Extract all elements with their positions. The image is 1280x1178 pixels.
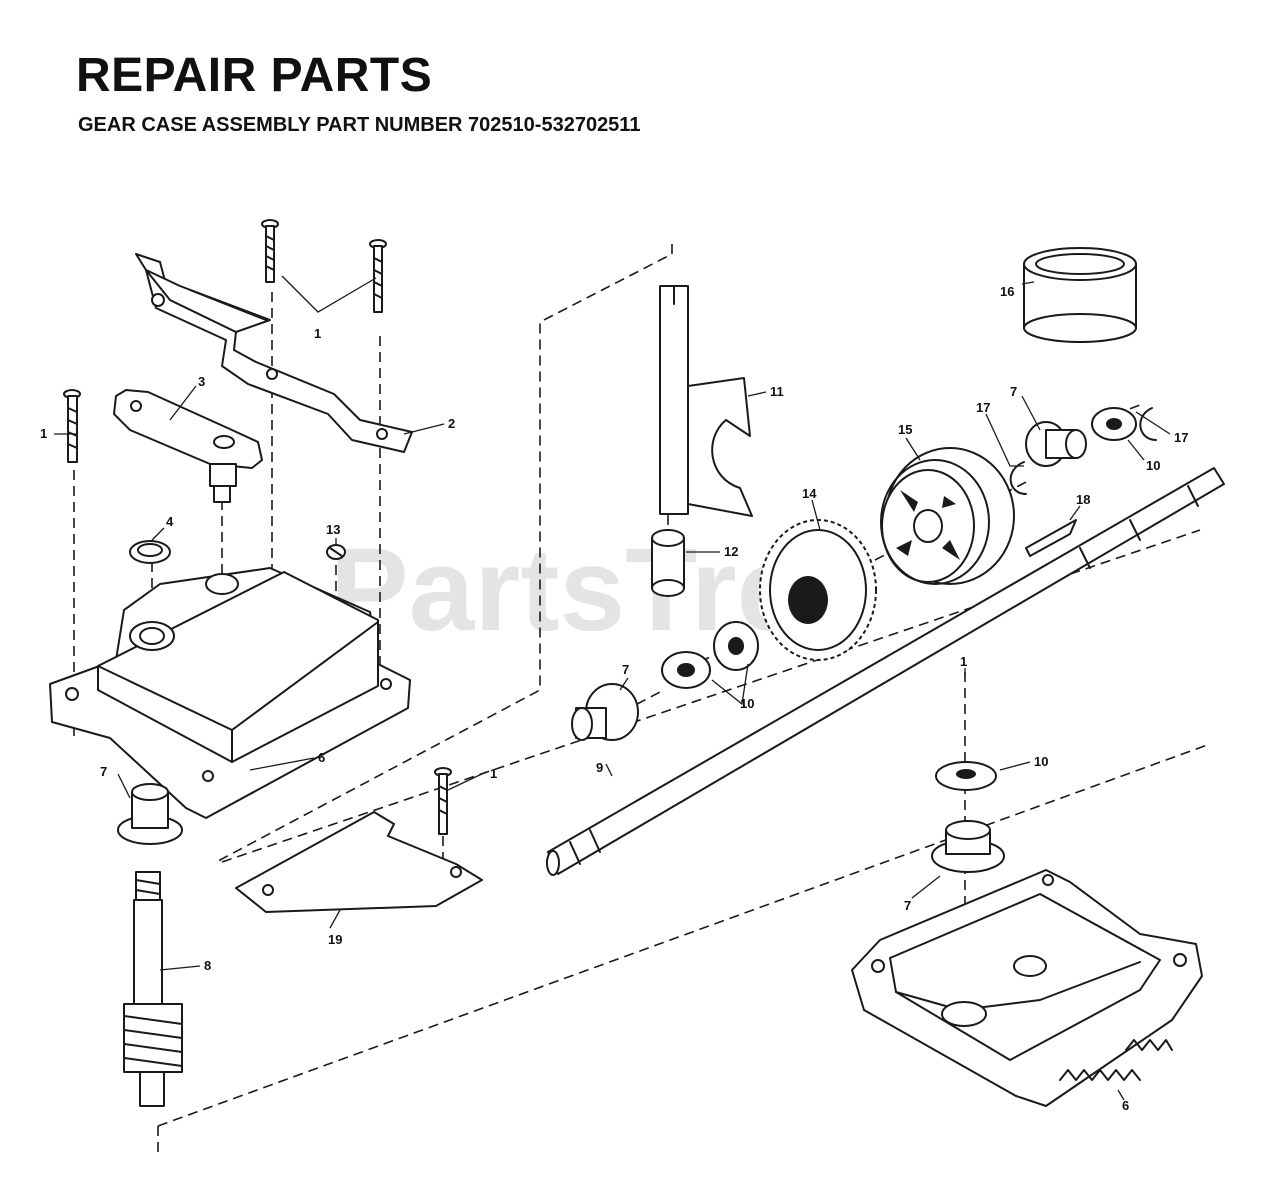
callout-17-right: 17: [1174, 430, 1188, 445]
bushing-left: [117, 783, 183, 845]
callout-labels: 1 1 1 1 2 3 4 6 6 7 7 7 7 8 9 10 10 10 1…: [40, 284, 1188, 1113]
shift-fork: [659, 285, 753, 517]
gear-14: [759, 519, 877, 661]
seal-4: [129, 540, 171, 564]
axle-shaft: [546, 467, 1225, 876]
callout-6-left: 6: [318, 750, 325, 765]
bushing-center: [571, 683, 639, 741]
callout-1-top: 1: [314, 326, 321, 341]
callout-7-left: 7: [100, 764, 107, 779]
screw-top-right: [369, 239, 387, 313]
leader-lines: [54, 275, 1171, 1101]
screw-top-left: [261, 219, 279, 283]
pulley-15: [880, 447, 1015, 585]
worm-shaft: [123, 871, 183, 1107]
bracket-plate: [135, 253, 413, 453]
callout-11: 11: [770, 384, 784, 399]
callout-8: 8: [204, 958, 211, 973]
callout-1-right: 1: [960, 654, 967, 669]
washer-10-right: [935, 761, 997, 791]
callout-7-upper: 7: [1010, 384, 1017, 399]
callout-1-middle: 1: [490, 766, 497, 781]
callout-7-right: 7: [904, 898, 911, 913]
callout-19: 19: [328, 932, 342, 947]
callout-15: 15: [898, 422, 912, 437]
gasket-19: [235, 811, 483, 913]
screw-left: [63, 389, 81, 463]
callout-12: 12: [724, 544, 738, 559]
retaining-ring-left: [1009, 461, 1027, 495]
callout-2: 2: [448, 416, 455, 431]
callout-7-center: 7: [622, 662, 629, 677]
page-title: REPAIR PARTS: [76, 49, 433, 102]
gear-case-lower: [851, 869, 1203, 1107]
bushing-right: [931, 820, 1005, 873]
callout-13: 13: [326, 522, 340, 537]
washer-10-upper: [1091, 407, 1137, 441]
cup-16: [1023, 247, 1137, 343]
screw-middle: [434, 767, 452, 872]
callout-4: 4: [166, 514, 174, 529]
bushing-upper: [1025, 421, 1087, 467]
collar-12: [651, 529, 685, 597]
callout-10-right: 10: [1034, 754, 1048, 769]
plug-13: [326, 544, 346, 560]
callout-16: 16: [1000, 284, 1014, 299]
callout-17-left: 17: [976, 400, 990, 415]
retaining-ring-right: [1139, 407, 1157, 441]
washer-10-center: [661, 621, 759, 689]
shift-arm: [113, 389, 263, 503]
callout-14: 14: [802, 486, 817, 501]
assembly-subtitle: GEAR CASE ASSEMBLY PART NUMBER 702510-53…: [78, 114, 641, 136]
callout-18: 18: [1076, 492, 1090, 507]
callout-9: 9: [596, 760, 603, 775]
callout-10-upper: 10: [1146, 458, 1160, 473]
callout-3: 3: [198, 374, 205, 389]
key-18: [1025, 519, 1077, 557]
gear-case-upper: [49, 567, 411, 819]
callout-1-left: 1: [40, 426, 47, 441]
callout-6-right: 6: [1122, 1098, 1129, 1113]
callout-10-center: 10: [740, 696, 754, 711]
